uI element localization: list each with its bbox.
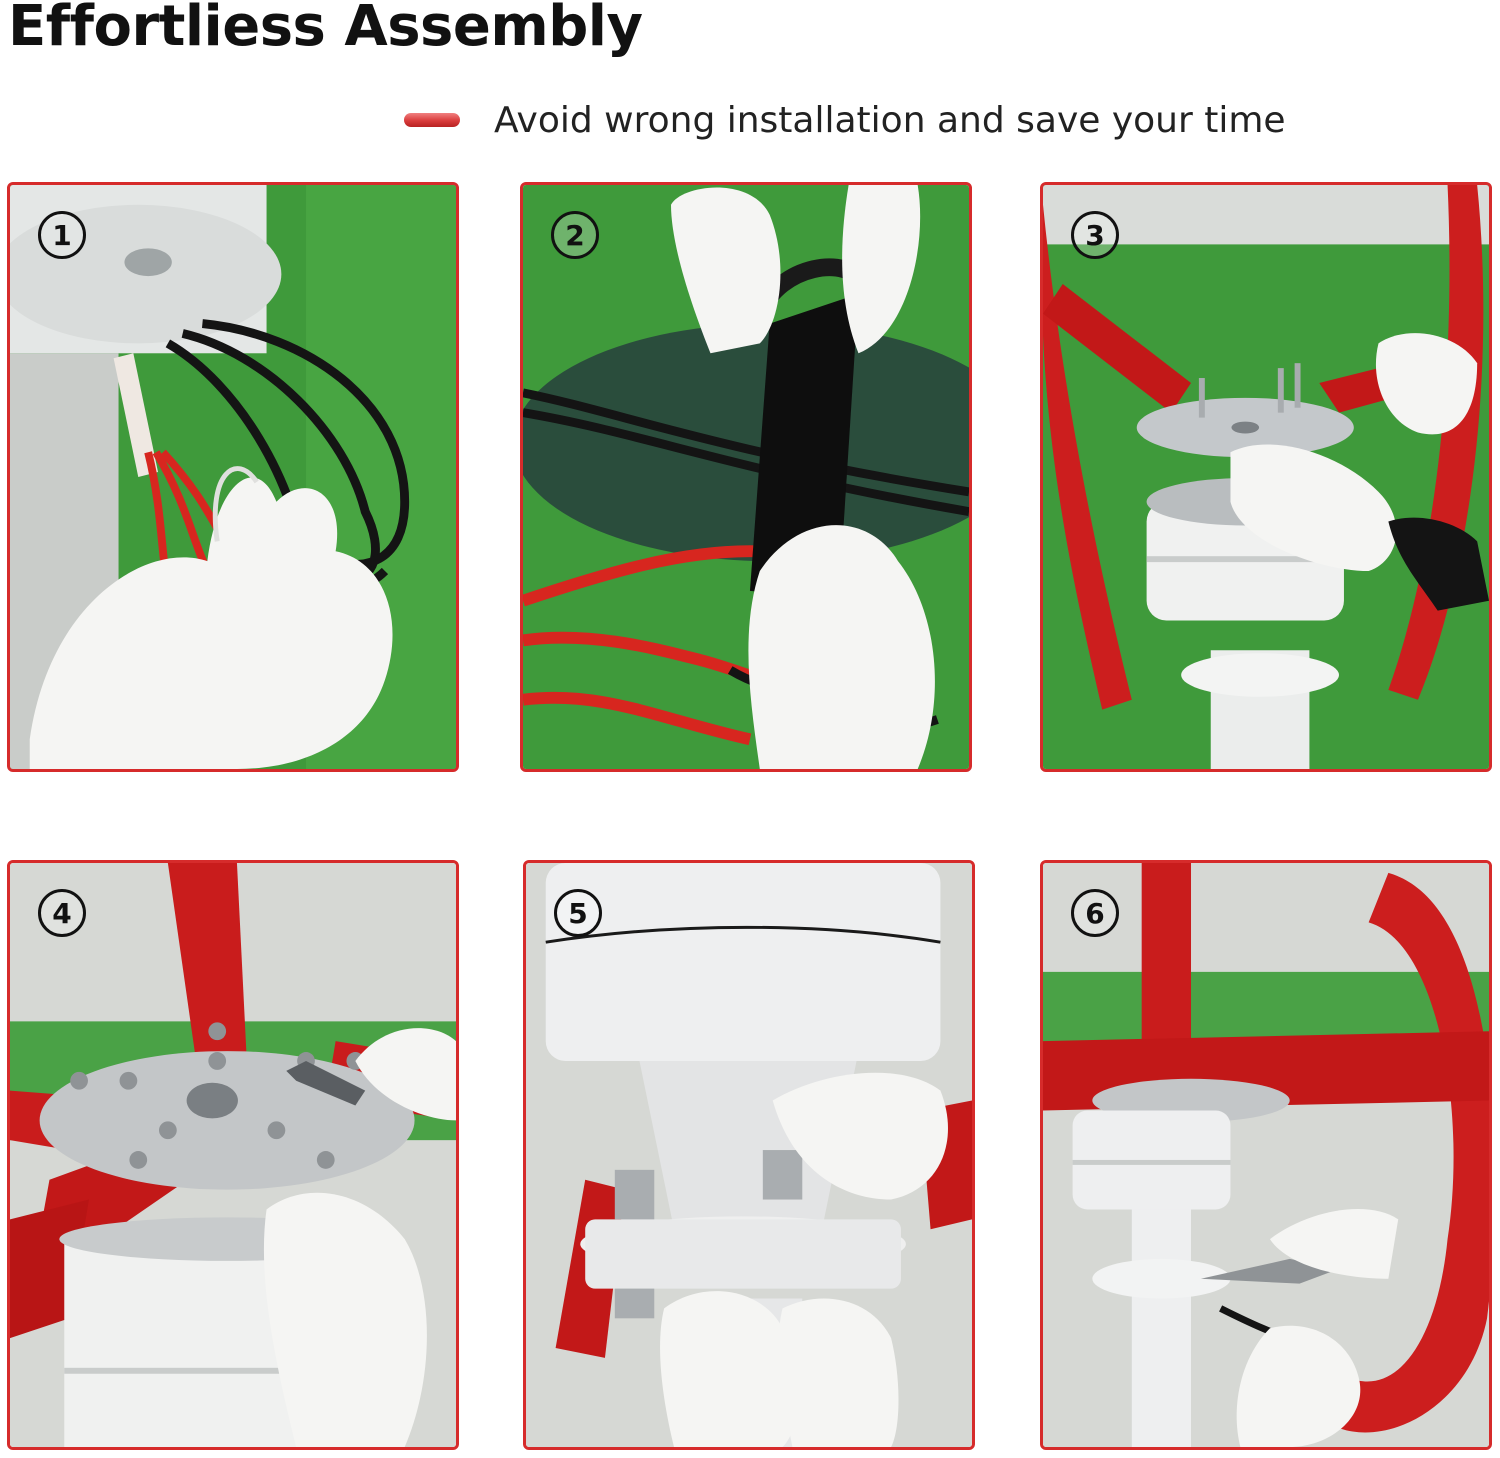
step-6-panel: 6	[1040, 860, 1492, 1450]
step-1-panel: 1	[7, 182, 459, 772]
step-3-photo	[1043, 185, 1489, 769]
step-2-photo	[523, 185, 969, 769]
step-4-photo	[10, 863, 456, 1447]
step-6-photo	[1043, 863, 1489, 1447]
step-2-number-badge: 2	[551, 211, 599, 259]
tagline-text: Avoid wrong installation and save your t…	[494, 99, 1286, 141]
step-1-number-badge: 1	[38, 211, 86, 259]
page-title: Effortliess Assembly	[8, 0, 643, 59]
step-6-number-badge: 6	[1071, 889, 1119, 937]
step-4-panel: 4	[7, 860, 459, 1450]
tagline: Avoid wrong installation and save your t…	[404, 96, 1286, 144]
step-1-photo	[10, 185, 456, 769]
step-5-panel: 5	[523, 860, 975, 1450]
step-2-panel: 2	[520, 182, 972, 772]
step-3-panel: 3	[1040, 182, 1492, 772]
step-4-number-badge: 4	[38, 889, 86, 937]
red-pill-icon	[404, 113, 460, 127]
step-3-number-badge: 3	[1071, 211, 1119, 259]
step-5-photo	[526, 863, 972, 1447]
step-5-number-badge: 5	[554, 889, 602, 937]
